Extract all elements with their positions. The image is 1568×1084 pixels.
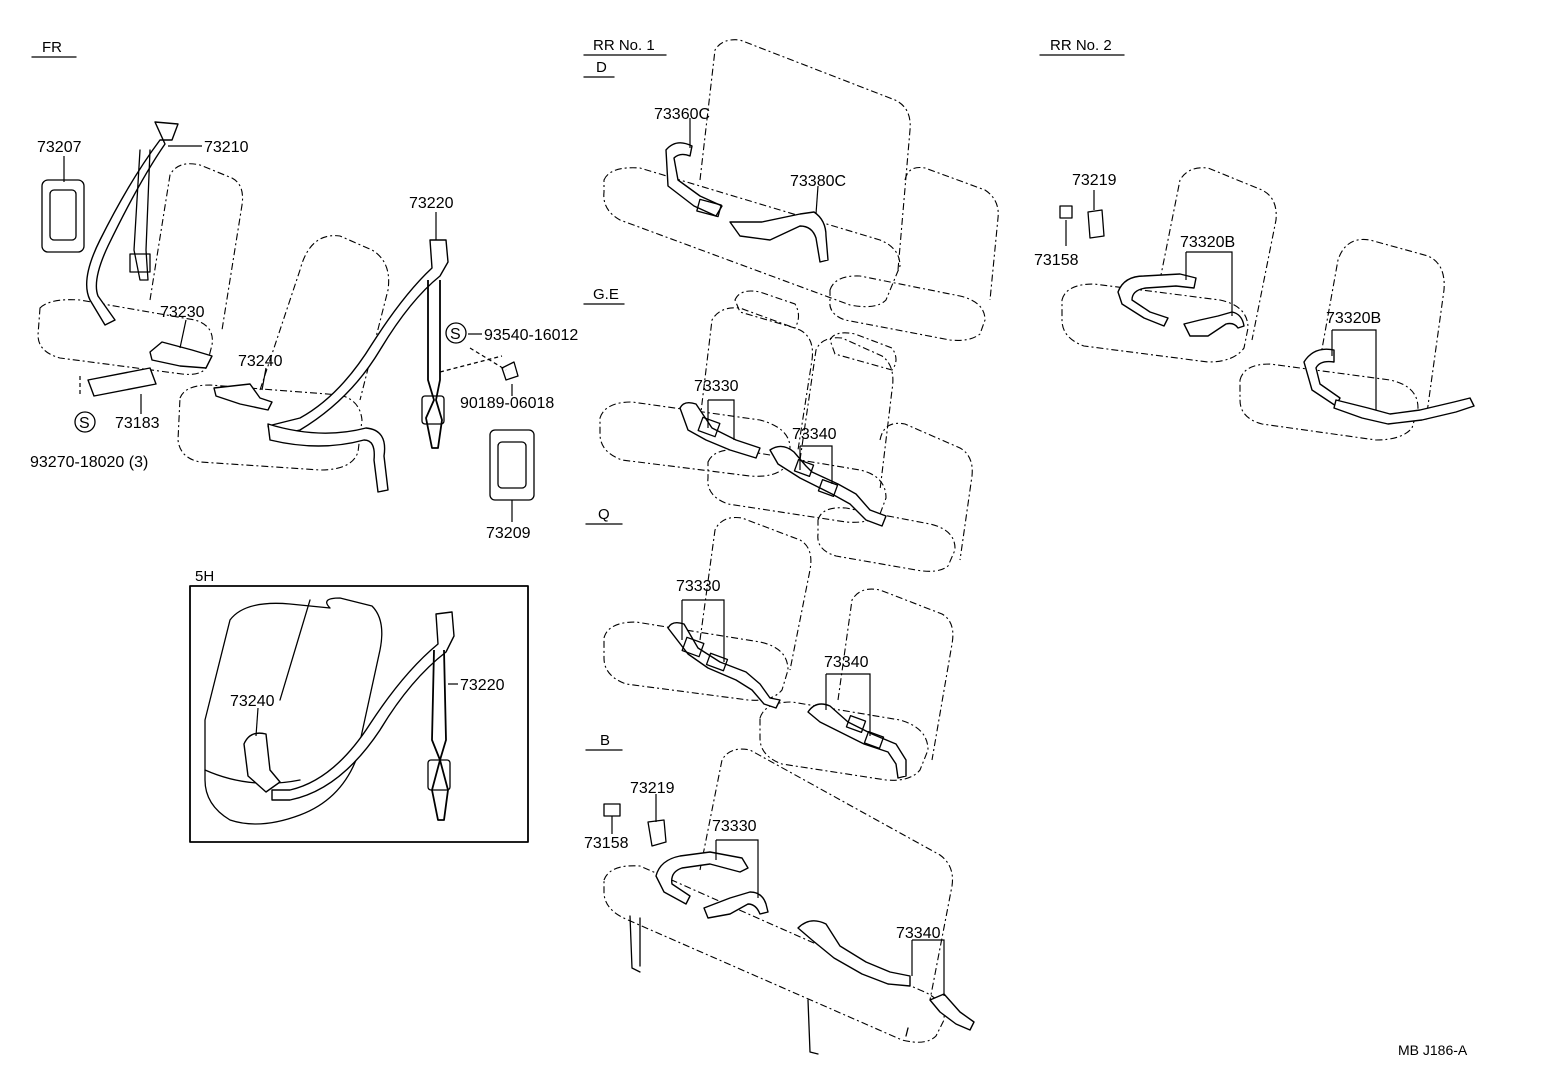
d-bench-back xyxy=(699,39,911,271)
front-right-seat-cushion xyxy=(177,384,363,471)
label-rr2-73158: 73158 xyxy=(1034,252,1079,269)
section-label-rr2: RR No. 2 xyxy=(1050,37,1112,54)
section-label-fr: FR xyxy=(42,39,62,56)
section-label-rr1: RR No. 1 xyxy=(593,37,655,54)
rr2-lower-seat-cushion xyxy=(1239,363,1419,441)
d-side-seat-cushion xyxy=(829,275,986,341)
label-d-73360c: 73360C xyxy=(654,106,710,123)
b-group: 73219 73158 73330 73340 xyxy=(584,748,975,1055)
d-part-73380c-belt xyxy=(729,211,829,263)
b-bench-cushion xyxy=(603,865,945,1043)
q-right-seat-cushion xyxy=(759,701,929,781)
b-part-73219-cover xyxy=(647,819,667,847)
label-5h-73240: 73240 xyxy=(230,693,275,710)
part-73240-buckle xyxy=(213,383,273,411)
label-73220: 73220 xyxy=(409,195,454,212)
part-73209-retractor-cover xyxy=(489,429,535,501)
s-symbol-right-label: S xyxy=(450,326,461,343)
ge-group: 73330 73340 xyxy=(599,290,973,572)
label-ge-73330: 73330 xyxy=(694,378,739,395)
5h-part-73220-belt xyxy=(271,611,455,801)
diagram-code: MB J186-A xyxy=(1398,1042,1468,1058)
section-label-q: Q xyxy=(598,506,610,523)
q-group: 73330 73340 xyxy=(603,516,954,781)
d-bench-cushion xyxy=(603,167,901,308)
rr2-upper-part-73320b-belt xyxy=(1117,273,1197,327)
label-rr2-73320b-upper: 73320B xyxy=(1180,234,1235,251)
label-93540: 93540-16012 xyxy=(484,327,578,344)
label-93270: 93270-18020 (3) xyxy=(30,454,148,471)
label-73207: 73207 xyxy=(37,139,82,156)
rr2-upper-seat-back xyxy=(1159,167,1277,341)
label-rr2-73320b-lower: 73320B xyxy=(1326,310,1381,327)
rr2-upper-seat-cushion xyxy=(1061,283,1249,363)
q-right-seat-back xyxy=(837,588,954,761)
rr2-group: 73219 73158 73320B 73320B xyxy=(1034,167,1475,441)
rr1-d-group: 73360C 73380C xyxy=(603,39,999,341)
rr2-part-73158-clip xyxy=(1059,205,1073,219)
5h-part-73240-buckle xyxy=(243,732,281,793)
section-label-ge: G.E xyxy=(593,286,619,303)
ge-left-seat-back xyxy=(699,307,814,451)
5h-seat-outline xyxy=(204,597,383,825)
part-73210-front-belt xyxy=(85,121,179,326)
label-q-73330: 73330 xyxy=(676,578,721,595)
front-seat-group: S S 73207 73210 73230 73240 73183 93270-… xyxy=(30,121,578,542)
s-symbol-left xyxy=(74,411,96,433)
part-73183-anchor-plate xyxy=(87,367,157,397)
b-part-73158-clip xyxy=(603,803,621,817)
label-73183: 73183 xyxy=(115,415,160,432)
q-left-seat-cushion xyxy=(603,621,789,701)
part-73230-buckle xyxy=(149,341,213,369)
label-73240: 73240 xyxy=(238,353,283,370)
b-bench-leg-left xyxy=(629,915,641,973)
label-ge-73340: 73340 xyxy=(792,426,837,443)
d-part-73360c-belt xyxy=(665,142,723,217)
q-part-73340-belt xyxy=(807,703,907,779)
b-bench-leg-right xyxy=(807,999,819,1055)
b-part-73330-belt xyxy=(655,851,749,905)
b-part-73340-belt xyxy=(797,920,911,987)
label-b-73340: 73340 xyxy=(896,925,941,942)
label-90189: 90189-06018 xyxy=(460,395,554,412)
ge-right-seat-cushion xyxy=(817,507,956,572)
q-left-seat-back xyxy=(699,516,812,671)
ge-right-seat-back xyxy=(879,422,973,561)
label-d-73380c: 73380C xyxy=(790,173,846,190)
part-90189-clip xyxy=(501,361,519,381)
section-label-5h: 5H xyxy=(195,568,214,585)
part-73207-retractor-cover xyxy=(41,179,85,253)
q-part-73330-belt xyxy=(667,621,781,709)
b-bench-back xyxy=(699,748,954,1001)
label-5h-73220: 73220 xyxy=(460,677,505,694)
label-rr2-73219: 73219 xyxy=(1072,172,1117,189)
label-q-73340: 73340 xyxy=(824,654,869,671)
variant-5h-frame xyxy=(189,585,529,843)
variant-5h-box: 5H 73240 73220 xyxy=(189,568,529,843)
ge-part-73340-belt xyxy=(769,445,887,527)
section-label-d: D xyxy=(596,59,607,76)
front-right-seat-back xyxy=(259,235,390,401)
section-headers: FR RR No. 1 D G.E Q B RR No. 2 xyxy=(31,37,1125,751)
label-b-73219: 73219 xyxy=(630,780,675,797)
label-73230: 73230 xyxy=(160,304,205,321)
rr2-lower-part-73320b-belt xyxy=(1303,348,1341,407)
rr2-part-73219-cover xyxy=(1087,209,1105,239)
s-symbol-left-label: S xyxy=(79,415,90,432)
ge-mid-seat-back xyxy=(799,337,894,491)
label-73209: 73209 xyxy=(486,525,531,542)
label-b-73330: 73330 xyxy=(712,818,757,835)
s-symbol-right xyxy=(445,322,467,344)
section-label-b: B xyxy=(600,732,610,749)
label-73210: 73210 xyxy=(204,139,249,156)
label-b-73158: 73158 xyxy=(584,835,629,852)
d-side-seat-back xyxy=(904,166,999,301)
ge-part-73330-belt xyxy=(679,401,761,459)
